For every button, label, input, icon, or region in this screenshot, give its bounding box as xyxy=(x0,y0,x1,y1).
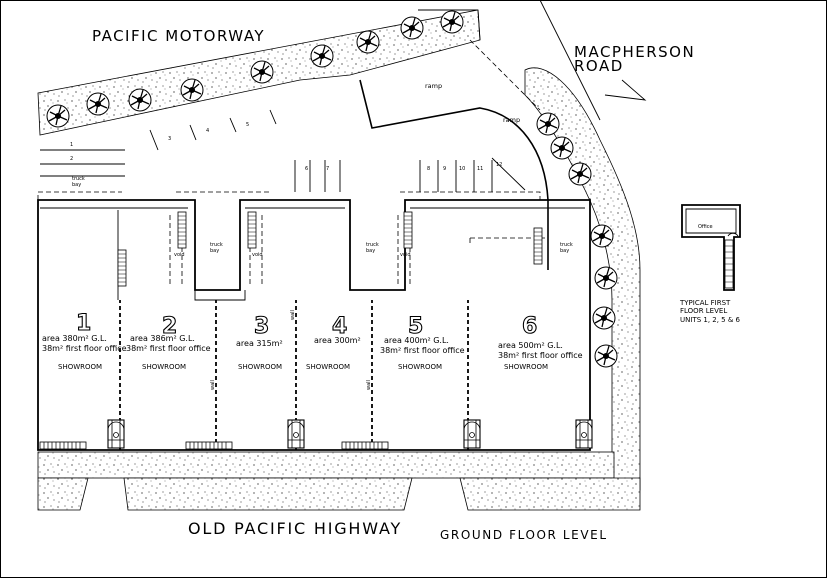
truck-bay-label: bay xyxy=(72,182,81,188)
ramp-label: ramp xyxy=(503,116,520,124)
unit-number: 4 xyxy=(332,314,347,339)
void-label: void xyxy=(252,252,263,258)
parking-number: 5 xyxy=(246,122,249,128)
ramp-label: ramp xyxy=(425,82,442,90)
pacific-motorway-label: PACIFIC MOTORWAY xyxy=(92,27,265,45)
unit-area: area 380m² G.L. xyxy=(42,334,107,343)
parking-bays xyxy=(294,157,526,192)
driveway-lines xyxy=(40,0,647,270)
unit-1: 1 area 380m² G.L. 38m² first floor offic… xyxy=(42,310,127,371)
parking-number: 8 xyxy=(427,166,430,172)
truck-bay-label: truck xyxy=(72,176,85,182)
unit-number: 5 xyxy=(408,314,423,339)
unit-office: 38m² first floor office xyxy=(126,344,211,353)
unit-3: 3 area 315m² SHOWROOM xyxy=(236,313,283,371)
truck-bay-label: bay xyxy=(210,248,219,254)
unit-number: 3 xyxy=(254,314,269,339)
unit-area: area 386m² G.L. xyxy=(130,334,195,343)
unit-number: 6 xyxy=(522,314,537,339)
unit-area: area 400m² G.L. xyxy=(384,336,449,345)
parking-number: 9 xyxy=(443,166,446,172)
truck-bay-label: truck xyxy=(210,242,223,248)
truck-bay-label: truck xyxy=(560,242,573,248)
first-floor-inset: Office TYPICAL FIRST FLOOR LEVEL UNITS 1… xyxy=(679,204,741,324)
unit-use: SHOWROOM xyxy=(504,363,548,371)
parking-number: 4 xyxy=(206,128,209,134)
unit-office: 38m² first floor office xyxy=(380,346,465,355)
macpherson-road-label-line2: ROAD xyxy=(574,57,624,75)
truck-bay-label: bay xyxy=(560,248,569,254)
wall-label: wall xyxy=(290,310,296,320)
parking-number: 6 xyxy=(305,166,308,172)
office-label: Office xyxy=(698,224,713,230)
unit-number: 2 xyxy=(162,314,177,339)
parking-number: 2 xyxy=(70,156,73,162)
old-pacific-highway-label: OLD PACIFIC HIGHWAY xyxy=(188,519,402,538)
wall-label: wall xyxy=(210,380,216,390)
wall-label: wall xyxy=(366,380,372,390)
first-floor-caption-line2: FLOOR LEVEL xyxy=(680,307,727,315)
parking-number: 1 xyxy=(70,142,73,148)
unit-6: 6 area 500m² G.L. 38m² first floor offic… xyxy=(498,313,583,371)
parking-number: 10 xyxy=(459,166,465,172)
unit-office: 38m² first floor office xyxy=(498,351,583,360)
parking-number: 7 xyxy=(326,166,329,172)
unit-use: SHOWROOM xyxy=(142,363,186,371)
void-label: void xyxy=(174,252,185,258)
unit-use: SHOWROOM xyxy=(238,363,282,371)
unit-area: area 500m² G.L. xyxy=(498,341,563,350)
parking-number: 11 xyxy=(477,166,483,172)
unit-number: 1 xyxy=(76,311,91,336)
first-floor-caption-line1: TYPICAL FIRST xyxy=(679,299,731,307)
void-label: void xyxy=(400,252,411,258)
unit-5: 5 area 400m² G.L. 38m² first floor offic… xyxy=(380,313,465,371)
first-floor-caption-line3: UNITS 1, 2, 5 & 6 xyxy=(680,316,741,324)
parking-number: 3 xyxy=(168,136,171,142)
macpherson-road-label-line1: MACPHERSON xyxy=(574,43,695,61)
unit-2: 2 area 386m² G.L. 38m² first floor offic… xyxy=(126,313,211,371)
truck-bay-label: bay xyxy=(366,248,375,254)
truck-bay-label: truck xyxy=(366,242,379,248)
unit-use: SHOWROOM xyxy=(306,363,350,371)
unit-area: area 315m² xyxy=(236,339,283,348)
parking-number: 12 xyxy=(496,162,502,168)
unit-use: SHOWROOM xyxy=(398,363,442,371)
unit-4: 4 area 300m² SHOWROOM xyxy=(306,313,361,371)
unit-office: 38m² first floor office xyxy=(42,344,127,353)
unit-use: SHOWROOM xyxy=(58,363,102,371)
ground-floor-level-title: GROUND FLOOR LEVEL xyxy=(440,528,608,542)
unit-area: area 300m² xyxy=(314,336,361,345)
